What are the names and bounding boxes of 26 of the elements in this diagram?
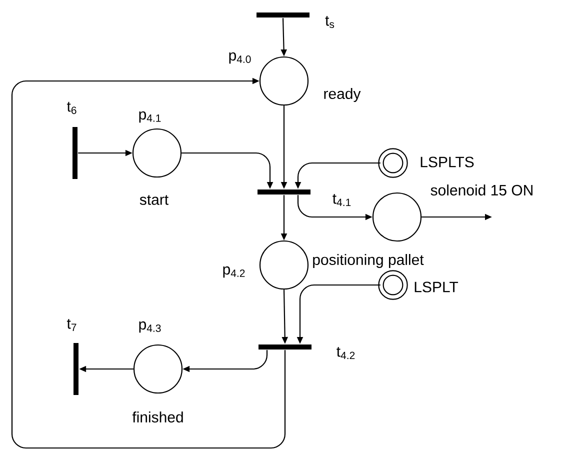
node-label: t$_{s}$: [325, 16, 334, 28]
node-label: t$_{7}$: [66, 319, 76, 331]
input-place-circle: [378, 148, 408, 178]
node-label: t$_{4.1}$: [332, 194, 351, 206]
input-place-circle: [378, 270, 408, 300]
node-label: p$_{4.3}$: [139, 321, 161, 333]
arc-arrow: [11, 78, 286, 449]
node-label: LSPLT: [414, 282, 458, 292]
node-label: p$_{4.1}$: [139, 111, 161, 123]
place-circle: [133, 344, 183, 394]
place-circle: [132, 128, 182, 178]
node-label: t$_{6}$: [66, 102, 76, 114]
node-label: t$_{4.2}$: [336, 346, 355, 360]
transition-bar: [256, 12, 310, 18]
node-label: p$_{4.2}$: [223, 266, 245, 278]
place-circle: [259, 56, 309, 106]
node-label: LSPLTS: [420, 156, 474, 168]
node-label: p$_{4.0}$: [229, 52, 251, 64]
place-circle: [372, 192, 422, 242]
transition-bar: [72, 127, 78, 179]
place-circle: [259, 240, 309, 290]
node-label: ready: [324, 88, 361, 102]
node-label: solenoid 15 ON: [430, 184, 532, 196]
node-label: positioning pallet: [313, 254, 424, 268]
node-label: start: [140, 195, 168, 205]
node-label: finished: [132, 412, 183, 422]
